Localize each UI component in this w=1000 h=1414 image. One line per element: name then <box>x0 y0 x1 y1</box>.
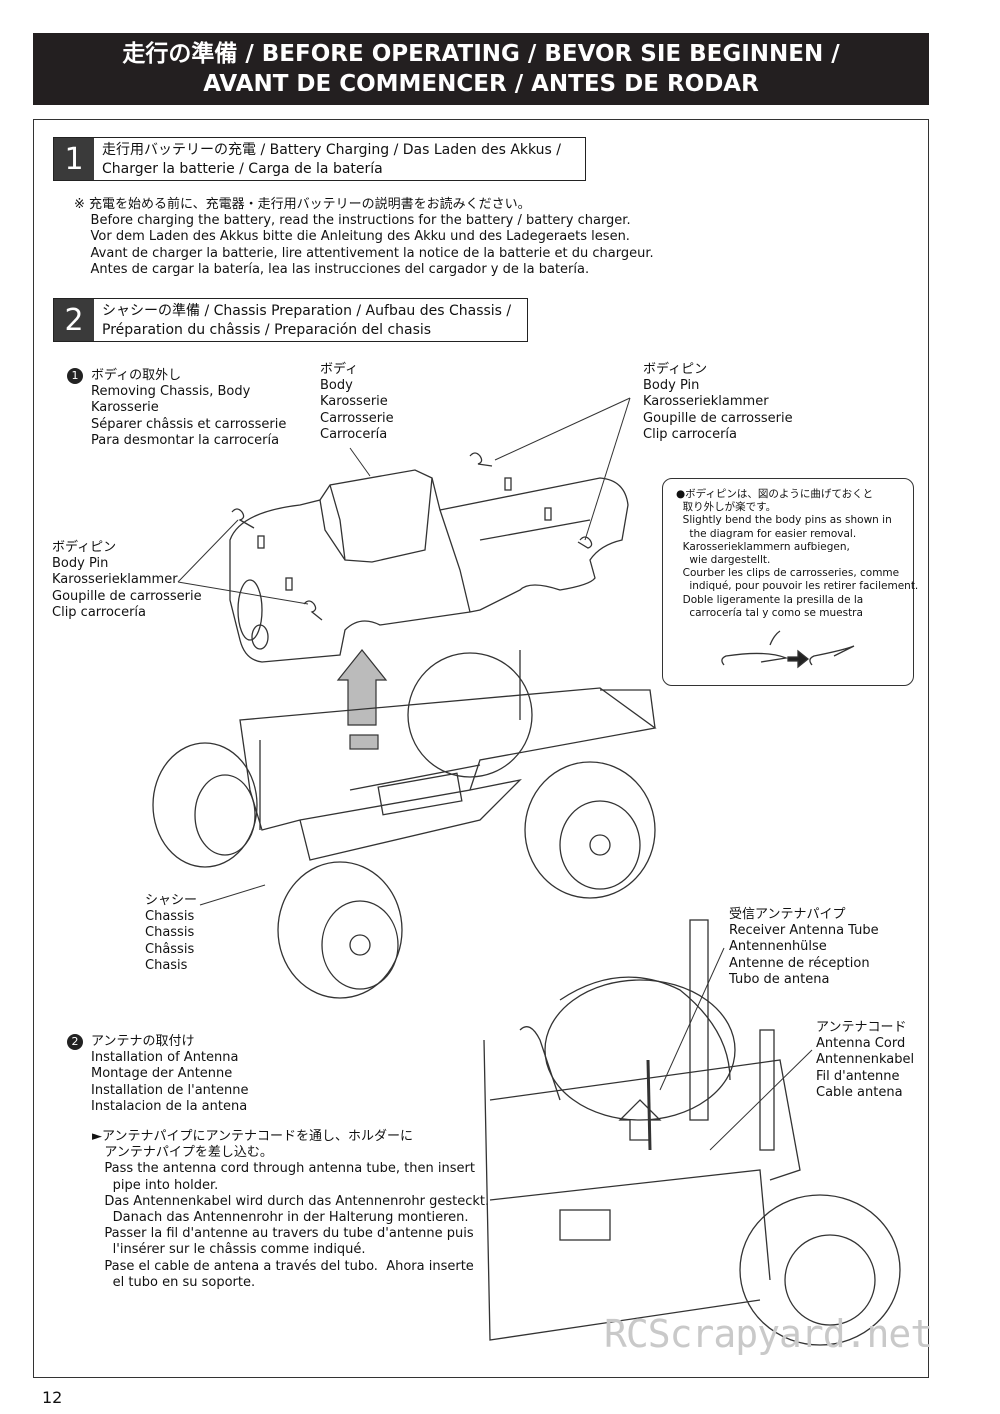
bent-pin-diagram <box>721 630 855 669</box>
body-label: ボディ Body Karosserie Carrosserie Carrocer… <box>320 362 394 442</box>
body-pin-drawings <box>231 452 593 621</box>
wheel-rear-left <box>277 861 403 999</box>
antenna-cord-label: アンテナコード Antenna Cord Antennenkabel Fil d… <box>816 1020 915 1100</box>
step-1-title-line-2: Charger la batterie / Carga de la baterí… <box>102 161 383 177</box>
step-2-title-line-2: Préparation du châssis / Preparación del… <box>102 322 432 338</box>
step-2-title: シャシーの準備 / Chassis Preparation / Aufbau d… <box>94 299 519 341</box>
body-pin-label-right: ボディピン Body Pin Karosserieklammer Goupill… <box>643 362 793 442</box>
watermark: RCScrapyard.net <box>604 1312 933 1356</box>
body-pin-tip-text: ●ボディピンは、図のように曲げておくと 取り外しが楽です。 Slightly b… <box>676 488 919 619</box>
step-1-title: 走行用バッテリーの充電 / Battery Charging / Das Lad… <box>94 138 569 180</box>
sub-step-2-text: アンテナの取付け Installation of Antenna Montage… <box>91 1034 249 1114</box>
step-1-note: ※ 充電を始める前に、充電器・走行用バッテリーの説明書をお読みください。 Bef… <box>74 197 654 277</box>
body-pin-tip-box <box>662 478 914 686</box>
chassis-drawing <box>152 650 657 999</box>
sub-step-1-text: ボディの取外し Removing Chassis, Body Karosseri… <box>91 368 287 448</box>
truck-body-drawing <box>229 469 629 663</box>
chassis-label: シャシー Chassis Chassis Châssis Chasis <box>145 893 198 973</box>
step-2-heading: 2 シャシーの準備 / Chassis Preparation / Aufbau… <box>53 298 528 342</box>
page-number: 12 <box>42 1388 63 1407</box>
wheel-front-left <box>152 742 258 868</box>
header-line-1: 走行の準備 / BEFORE OPERATING / BEVOR SIE BEG… <box>122 41 840 67</box>
step-2-number: 2 <box>54 299 94 341</box>
antenna-instructions: ►アンテナパイプにアンテナコードを通し、ホルダーに アンテナパイプを差し込む。 … <box>92 1129 490 1290</box>
body-pin-label-left: ボディピン Body Pin Karosserieklammer Goupill… <box>52 540 202 620</box>
step-1-number: 1 <box>54 138 94 180</box>
step-1-heading: 1 走行用バッテリーの充電 / Battery Charging / Das L… <box>53 137 586 181</box>
page-header: 走行の準備 / BEFORE OPERATING / BEVOR SIE BEG… <box>33 33 929 105</box>
antenna-detail-drawing <box>483 919 901 1346</box>
wheel-front-right <box>407 652 533 778</box>
content-frame <box>33 119 929 1378</box>
step-2-title-line-1: シャシーの準備 / Chassis Preparation / Aufbau d… <box>102 303 512 319</box>
leader-lines <box>177 397 813 1151</box>
antenna-tube-label: 受信アンテナパイプ Receiver Antenna Tube Antennen… <box>729 907 879 987</box>
lift-arrow <box>336 649 388 750</box>
sub-step-2-number: 2 <box>67 1034 83 1050</box>
wheel-antenna-view <box>739 1194 901 1346</box>
header-line-2: AVANT DE COMMENCER / ANTES DE RODAR <box>203 71 759 97</box>
wheel-rear-right <box>524 761 656 899</box>
sub-step-1-number: 1 <box>67 368 83 384</box>
step-1-title-line-1: 走行用バッテリーの充電 / Battery Charging / Das Lad… <box>102 142 562 158</box>
